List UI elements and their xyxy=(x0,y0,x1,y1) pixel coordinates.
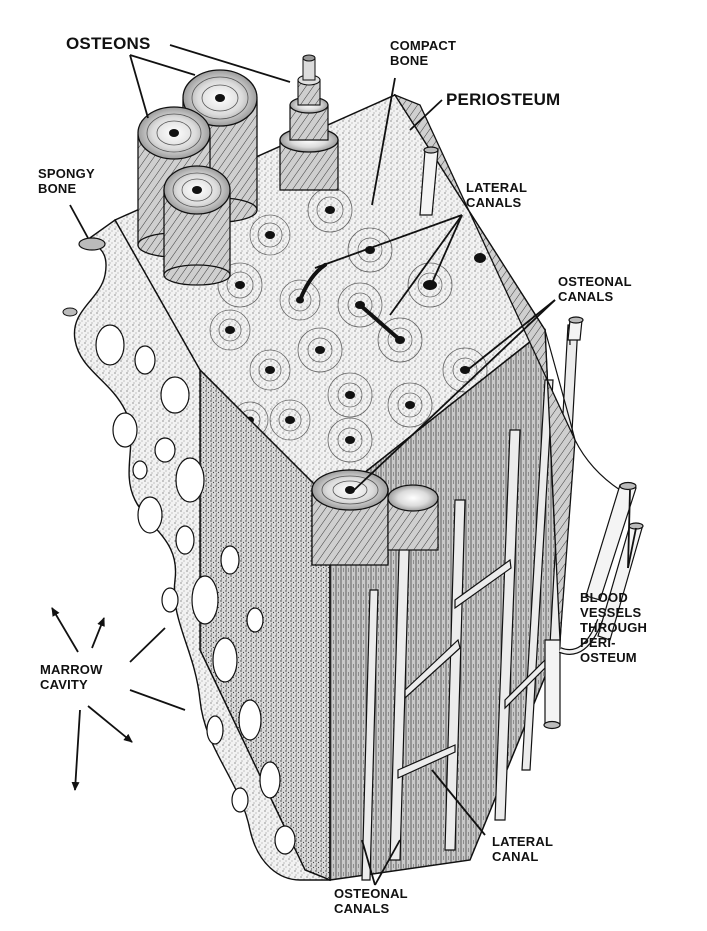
blood-vessels-label: BLOOD VESSELS THROUGH PERI- OSTEUM xyxy=(580,590,647,665)
lateral-canals-label: LATERAL CANALS xyxy=(466,180,527,210)
spongy-bone-label: SPONGY BONE xyxy=(38,166,95,196)
lateral-canal-label: LATERAL CANAL xyxy=(492,834,553,864)
osteonal-canals-bottom-label: OSTEONAL CANALS xyxy=(334,886,408,916)
marrow-cavity-arrows xyxy=(52,608,132,790)
osteonal-canals-top-label: OSTEONAL CANALS xyxy=(558,274,632,304)
osteons-label: OSTEONS xyxy=(66,34,151,53)
marrow-cavity-label: MARROW CAVITY xyxy=(40,662,103,692)
periosteum-label: PERIOSTEUM xyxy=(446,90,560,109)
compact-bone-label: COMPACT BONE xyxy=(390,38,456,68)
